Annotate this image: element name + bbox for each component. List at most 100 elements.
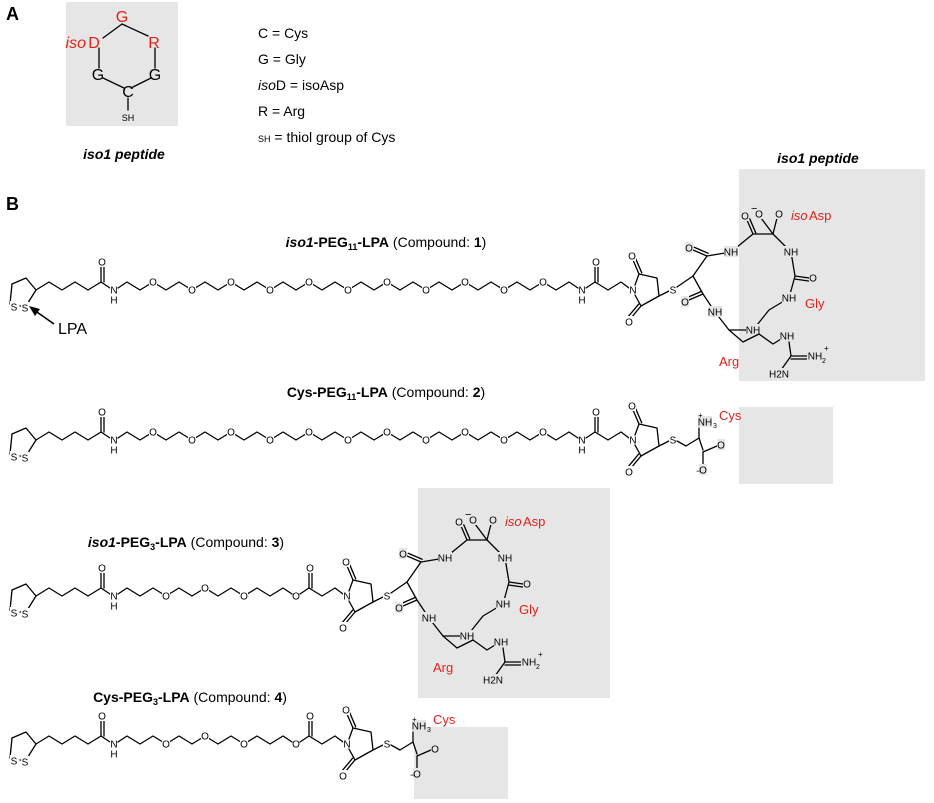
peg-oxygen-atom: O [266, 436, 274, 447]
atom-mask [162, 738, 170, 749]
atom-mask [438, 552, 452, 563]
peg-chain [117, 587, 284, 597]
lpa-label: LPA [58, 321, 87, 338]
nitrogen-atom: N [110, 740, 117, 751]
hydrogen-atom: H [110, 296, 117, 307]
peg-oxygen-atom: O [149, 428, 157, 439]
peg-oxygen-atom: O [240, 740, 248, 751]
atom-mask [201, 582, 209, 593]
atom-mask [10, 755, 18, 766]
guanidine-nh-atom: NH [780, 332, 794, 343]
peg-oxygen-atom: O [422, 286, 430, 297]
bond [585, 431, 596, 439]
atom-mask [699, 464, 707, 475]
atom-mask [201, 730, 209, 741]
ring-sh-label: SH [122, 113, 135, 123]
atom-mask [188, 284, 196, 295]
sulfur-atom: S [11, 303, 18, 314]
atom-mask [10, 301, 18, 312]
arginine-chain [728, 329, 782, 345]
peg-oxygen-atom: O [188, 286, 196, 297]
atom-mask [483, 674, 503, 685]
subscript-3: 3 [713, 423, 717, 430]
atom-mask [625, 316, 633, 327]
plus-charge: + [412, 715, 417, 724]
peptide-bond [676, 275, 694, 288]
peg-oxygen-atom: O [500, 436, 508, 447]
dithiolane-bond [11, 731, 37, 761]
carbonyl-bond [346, 713, 354, 729]
ring-top-label: G [116, 9, 128, 26]
oxygen-atom: O [592, 258, 600, 269]
atom-mask [342, 704, 350, 715]
sulfur-atom: S [670, 286, 677, 297]
oxygen-atom: O [469, 516, 477, 527]
gly-label: Gly [519, 602, 539, 617]
atom-mask [625, 466, 633, 477]
oxygen-atom: O [413, 770, 421, 781]
atom-mask [500, 284, 508, 295]
bond [334, 735, 344, 743]
amide-bond [100, 431, 111, 439]
atom-mask [496, 598, 510, 609]
atom-mask [110, 590, 118, 601]
oxygen-atom: O [431, 745, 439, 756]
amide-nh-atom: NH [782, 294, 796, 305]
plus-charge: + [824, 344, 829, 353]
oxygen-atom: O [741, 212, 749, 223]
carbonyl-bond [349, 712, 357, 728]
isoasp-iso-prefix: iso [505, 514, 522, 529]
atom-mask [578, 294, 586, 305]
atom-mask [412, 720, 426, 731]
sulfur-atom: S [384, 740, 391, 751]
bond [658, 290, 670, 297]
atom-mask [21, 756, 29, 767]
nitrogen-atom: N [110, 436, 117, 447]
sulfur-atom: S [11, 609, 18, 620]
bond [299, 735, 310, 743]
amide-nh-atom: NH [438, 554, 452, 565]
arg-label: Arg [433, 660, 453, 675]
amide-bond [100, 281, 111, 289]
atom-mask [305, 276, 313, 287]
ring-bottom-label: C [122, 84, 134, 101]
oxygen-atom: O [628, 402, 636, 413]
atom-mask [399, 548, 407, 559]
isoasp-label: Asp [809, 208, 831, 223]
carboxylate-bond [474, 523, 488, 541]
compound-1-peptide-box [739, 169, 925, 381]
atom-mask [494, 636, 508, 647]
atom-mask [539, 426, 547, 437]
atom-mask [578, 444, 586, 455]
succinimide-nitrogen-atom: N [629, 436, 636, 447]
hydrogen-atom: H [110, 750, 117, 761]
minus-charge: − [696, 466, 701, 476]
carbonyl-bond [401, 596, 417, 604]
atom-mask [344, 284, 352, 295]
hydrogen-atom: H [110, 446, 117, 457]
sulfur-atom: S [22, 610, 29, 621]
cys-bond [676, 437, 700, 447]
peg-oxygen-atom: O [344, 436, 352, 447]
bond [594, 431, 622, 441]
atom-mask [110, 434, 118, 445]
succinimide-ring [634, 273, 660, 307]
atom-mask [162, 590, 170, 601]
amide-nh-atom: NH [724, 248, 738, 259]
oxygen-atom: O [98, 712, 106, 723]
cys-bond [390, 741, 414, 751]
carbonyl-bond [635, 258, 643, 274]
atom-mask [110, 284, 118, 295]
atom-mask [578, 434, 586, 445]
carbonyl-bond [406, 555, 422, 563]
ring-upper-left-label: D [88, 35, 100, 52]
atom-mask [628, 400, 636, 411]
iso1-header: iso1 peptide [777, 150, 859, 166]
panel-a-caption: iso1 peptide [83, 146, 165, 162]
dithiolane-bond [11, 583, 37, 613]
panel-a-letter: A [6, 4, 19, 24]
sulfur-atom: S [22, 304, 29, 315]
guanidine-nh2-atom: NH [808, 352, 822, 363]
